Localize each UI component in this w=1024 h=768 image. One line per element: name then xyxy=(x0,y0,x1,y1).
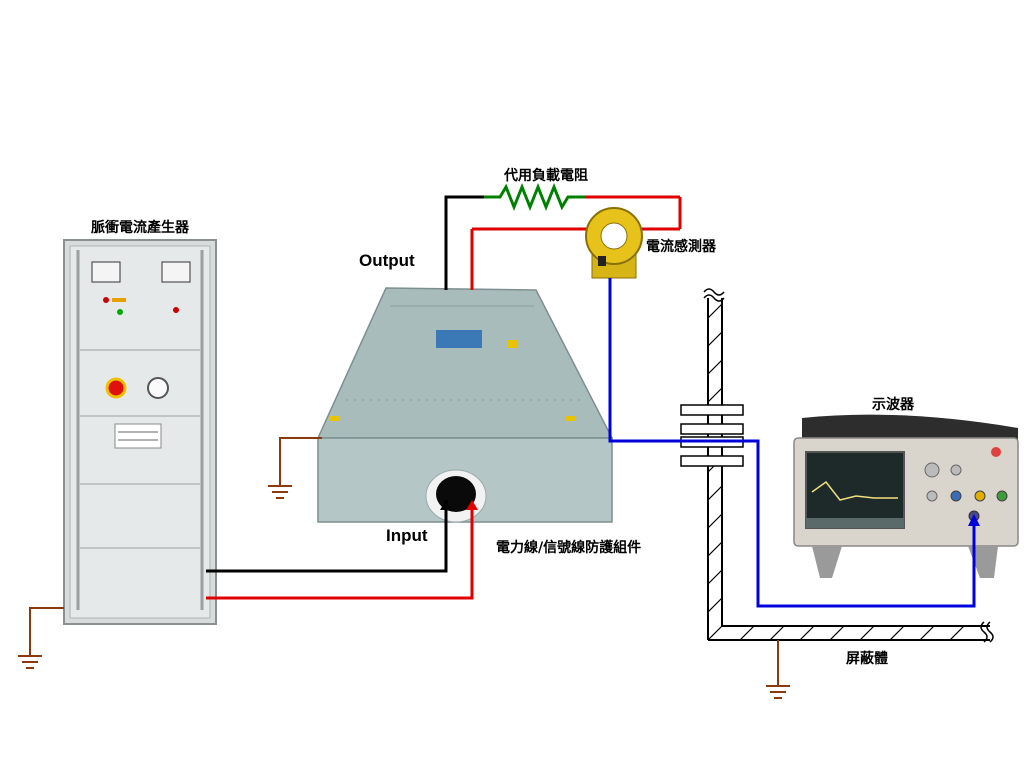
shield-label: 屏蔽體 xyxy=(846,650,888,667)
feedthrough-plate-bottom xyxy=(680,455,744,467)
wall-break-mark xyxy=(703,294,725,302)
housing-blue-label xyxy=(436,330,482,348)
oscilloscope-screen xyxy=(805,451,905,529)
shield-structure xyxy=(680,288,994,643)
wire-red-input xyxy=(206,502,474,600)
feedthrough-plate-top xyxy=(680,404,744,416)
ground-symbols xyxy=(18,437,790,699)
cabinet-label-plate xyxy=(114,423,162,449)
pulse-generator-cabinet xyxy=(63,239,217,625)
load-resistor-label: 代用負載電阻 xyxy=(503,167,588,184)
protection-assembly-label: 電力線/信號線防護組件 xyxy=(496,539,641,556)
wire-black-input xyxy=(206,500,448,573)
protection-housing-box xyxy=(316,287,614,523)
pulse-generator-label: 脈衝電流產生器 xyxy=(91,219,190,236)
current-sensor-label: 電流感測器 xyxy=(646,238,717,255)
wire-blue-sensor xyxy=(608,278,976,608)
panel-meter-right xyxy=(161,261,191,283)
oscilloscope-label: 示波器 xyxy=(872,396,915,413)
output-label: Output xyxy=(359,251,415,270)
emergency-stop-button xyxy=(105,377,127,399)
current-sensor xyxy=(585,207,643,279)
screen-trace xyxy=(811,480,898,501)
wires xyxy=(206,278,980,608)
load-resistor xyxy=(444,182,682,290)
oscilloscope xyxy=(793,414,1019,578)
feedthrough-plate-mid xyxy=(680,423,744,435)
input-label: Input xyxy=(386,526,428,545)
floor-break-mark xyxy=(980,621,988,643)
pressure-gauge xyxy=(147,377,169,399)
panel-meter-left xyxy=(91,261,121,283)
resistor-zigzag xyxy=(484,182,586,212)
